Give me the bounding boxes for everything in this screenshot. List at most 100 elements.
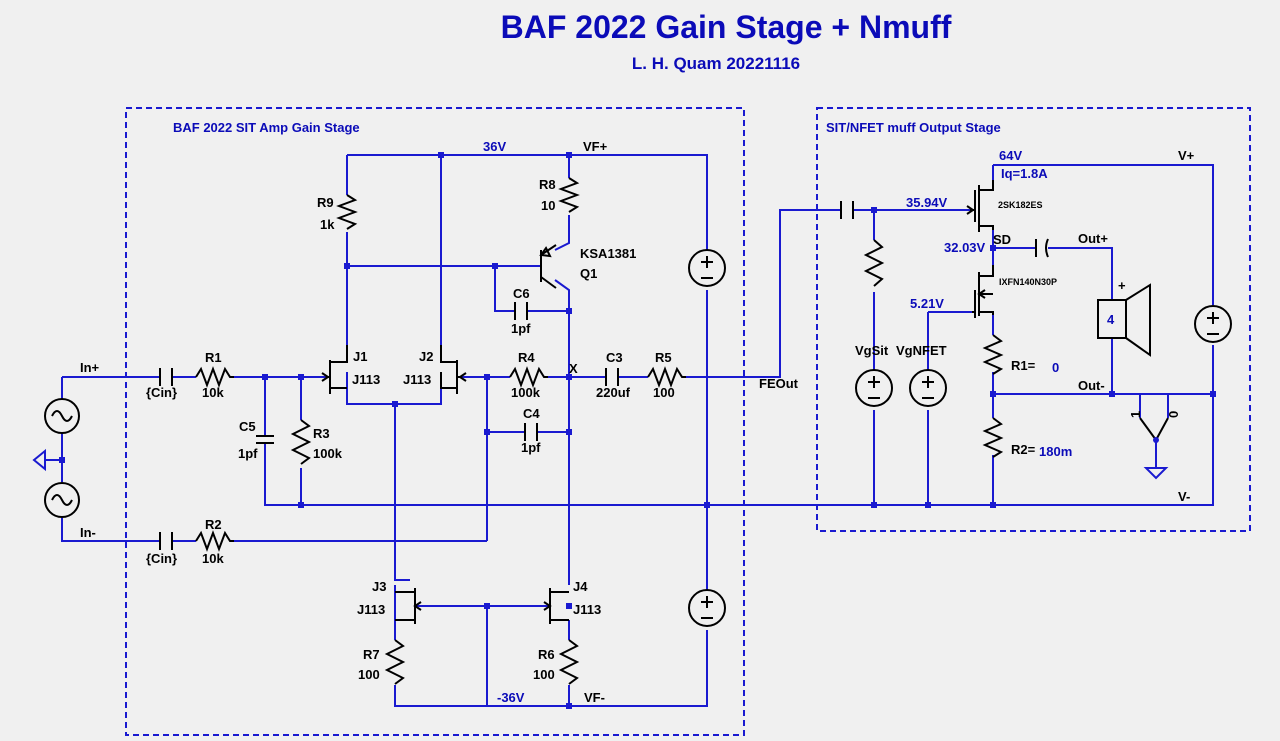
j4-jfet[interactable]	[543, 588, 569, 624]
c2-capacitor[interactable]	[159, 532, 173, 550]
c5-name: C5	[239, 419, 256, 434]
r6-value: 100	[533, 667, 555, 682]
coupling-capacitor[interactable]	[840, 201, 854, 219]
net-v-plus: V+	[1178, 148, 1195, 163]
r4-name: R4	[518, 350, 535, 365]
c1-capacitor[interactable]	[159, 368, 173, 386]
c6-value: 1pf	[511, 321, 531, 336]
net-v-minus: V-	[1178, 489, 1190, 504]
j2-jfet[interactable]	[440, 345, 467, 394]
net-minus-36v: -36V	[497, 690, 525, 705]
net-feout: FEOut	[759, 376, 799, 391]
r2-resistor[interactable]	[195, 530, 234, 552]
r2-out-value: 180m	[1039, 444, 1072, 459]
net-64v: 64V	[999, 148, 1022, 163]
schematic-subtitle: L. H. Quam 20221116	[632, 54, 800, 73]
j3-jfet[interactable]	[395, 588, 422, 624]
c6-name: C6	[513, 286, 530, 301]
r8-value: 10	[541, 198, 555, 213]
r9-name: R9	[317, 195, 334, 210]
net-out-minus: Out-	[1078, 378, 1105, 393]
c1-value: {Cin}	[146, 385, 177, 400]
r9-resistor[interactable]	[336, 194, 358, 230]
r5-resistor[interactable]	[647, 366, 686, 388]
r2-value: 10k	[202, 551, 224, 566]
vgnfet-label: VgNFET	[896, 343, 947, 358]
schematic-title: BAF 2022 Gain Stage + Nmuff	[501, 9, 952, 45]
r2-name: R2	[205, 517, 222, 532]
r5-name: R5	[655, 350, 672, 365]
in-minus-ac-source[interactable]	[44, 482, 80, 518]
c3-name: C3	[606, 350, 623, 365]
gain-stage-wires	[45, 154, 841, 707]
net-x: X	[569, 361, 578, 376]
r2-out-name: R2=	[1011, 442, 1036, 457]
net-vf-plus: VF+	[583, 139, 608, 154]
top-rail-source[interactable]	[688, 249, 726, 287]
iq-annotation: Iq=1.8A	[1001, 166, 1048, 181]
net-vf-minus: VF-	[584, 690, 605, 705]
c6-capacitor[interactable]	[514, 302, 528, 320]
ground-symbol-output	[1143, 467, 1169, 480]
net-36v: 36V	[483, 139, 506, 154]
vgsit-source[interactable]	[855, 369, 893, 407]
output-stage-wires	[707, 164, 1214, 506]
in-plus-ac-source[interactable]	[44, 398, 80, 434]
c4-name: C4	[523, 406, 540, 421]
output-stage-label: SIT/NFET muff Output Stage	[826, 120, 1001, 135]
r1-resistor[interactable]	[195, 366, 234, 388]
speaker[interactable]	[1097, 283, 1151, 357]
net-out-plus: Out+	[1078, 231, 1108, 246]
r7-name: R7	[363, 647, 380, 662]
r8-name: R8	[539, 177, 556, 192]
net-5-21v: 5.21V	[910, 296, 944, 311]
r3-name: R3	[313, 426, 330, 441]
q1-name: Q1	[580, 266, 597, 281]
bottom-rail-source[interactable]	[688, 589, 726, 627]
r2-out-resistor[interactable]	[982, 417, 1004, 458]
ground-symbol-left	[32, 448, 46, 472]
output-switch[interactable]	[1139, 417, 1169, 443]
j3-name: J3	[372, 579, 386, 594]
j4-value: J113	[573, 602, 601, 617]
j3-value: J113	[357, 602, 385, 617]
c3-value: 220uf	[596, 385, 631, 400]
gain-stage-box	[125, 107, 745, 736]
r1-out-value: 0	[1052, 360, 1059, 375]
lower-mosfet-model: IXFN140N30P	[999, 277, 1057, 287]
speaker-plus-sign: +	[1118, 278, 1126, 293]
vgnfet-source[interactable]	[909, 369, 947, 407]
r4-resistor[interactable]	[509, 366, 548, 388]
switch-pos-1: 1	[1128, 411, 1143, 418]
j4-name: J4	[573, 579, 588, 594]
output-capacitor[interactable]	[1035, 238, 1049, 258]
r8-resistor[interactable]	[558, 177, 580, 213]
net-32-03v: 32.03V	[944, 240, 986, 255]
c4-capacitor[interactable]	[524, 423, 538, 441]
r7-value: 100	[358, 667, 380, 682]
c5-value: 1pf	[238, 446, 258, 461]
j1-jfet[interactable]	[321, 345, 348, 394]
r5-value: 100	[653, 385, 675, 400]
lower-mosfet[interactable]	[972, 265, 994, 318]
junction-dots	[59, 152, 1216, 709]
net-in-plus: In+	[80, 360, 100, 375]
vgsit-bias-resistor[interactable]	[863, 239, 885, 287]
j1-name: J1	[353, 349, 367, 364]
components	[32, 177, 1232, 685]
c5-capacitor[interactable]	[256, 435, 274, 444]
v-plus-source[interactable]	[1194, 305, 1232, 343]
upper-mosfet[interactable]	[966, 180, 994, 232]
output-stage-box	[816, 107, 1251, 532]
vgsit-label: VgSit	[855, 343, 889, 358]
q1-transistor[interactable]	[539, 244, 557, 289]
r1-out-resistor[interactable]	[982, 334, 1004, 375]
r3-resistor[interactable]	[290, 419, 312, 465]
c2-value: {Cin}	[146, 551, 177, 566]
r6-resistor[interactable]	[558, 639, 580, 685]
r7-resistor[interactable]	[384, 639, 406, 685]
c3-capacitor[interactable]	[605, 368, 619, 386]
c4-value: 1pf	[521, 440, 541, 455]
q1-value: KSA1381	[580, 246, 636, 261]
